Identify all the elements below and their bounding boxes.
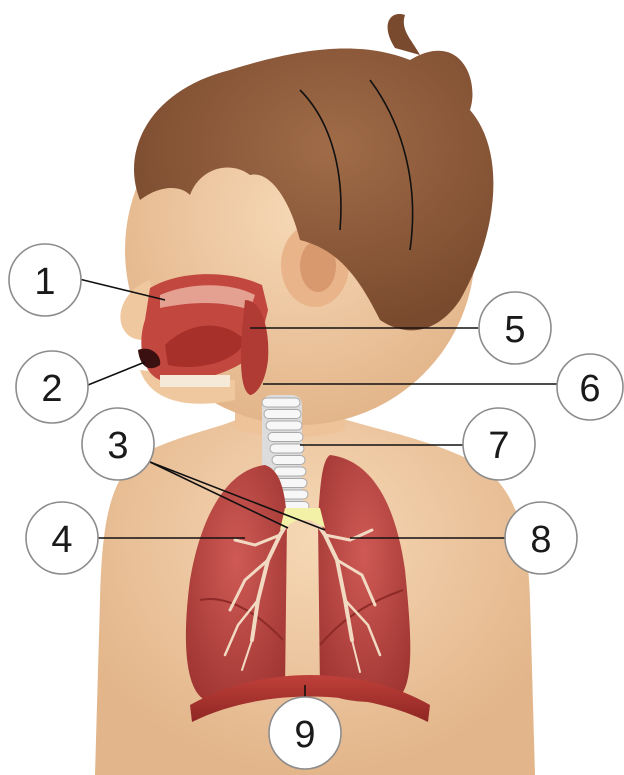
label-3-text: 3 xyxy=(107,425,128,467)
trachea-ring xyxy=(262,398,300,407)
label-9-text: 9 xyxy=(294,714,315,756)
label-4-text: 4 xyxy=(51,519,72,561)
trachea-ring xyxy=(266,421,302,430)
label-7: 7 xyxy=(463,408,535,480)
label-9: 9 xyxy=(269,697,341,769)
label-7-text: 7 xyxy=(488,425,509,467)
trachea-ring xyxy=(274,467,306,476)
label-5: 5 xyxy=(479,292,551,364)
hair-cowlick xyxy=(388,14,420,55)
lower-jaw-bone xyxy=(160,375,230,387)
label-6: 6 xyxy=(557,354,623,420)
label-8: 8 xyxy=(505,502,577,574)
trachea-ring xyxy=(272,456,305,465)
label-2-text: 2 xyxy=(41,368,62,410)
label-4: 4 xyxy=(26,502,98,574)
trachea-ring xyxy=(268,433,303,442)
label-3: 3 xyxy=(82,408,154,480)
trachea-ring xyxy=(270,444,304,453)
label-5-text: 5 xyxy=(504,309,525,351)
label-1-text: 1 xyxy=(34,261,55,303)
label-8-text: 8 xyxy=(530,519,551,561)
label-1: 1 xyxy=(9,244,81,316)
trachea-ring xyxy=(264,410,301,419)
label-2: 2 xyxy=(16,351,88,423)
label-6-text: 6 xyxy=(579,368,600,410)
